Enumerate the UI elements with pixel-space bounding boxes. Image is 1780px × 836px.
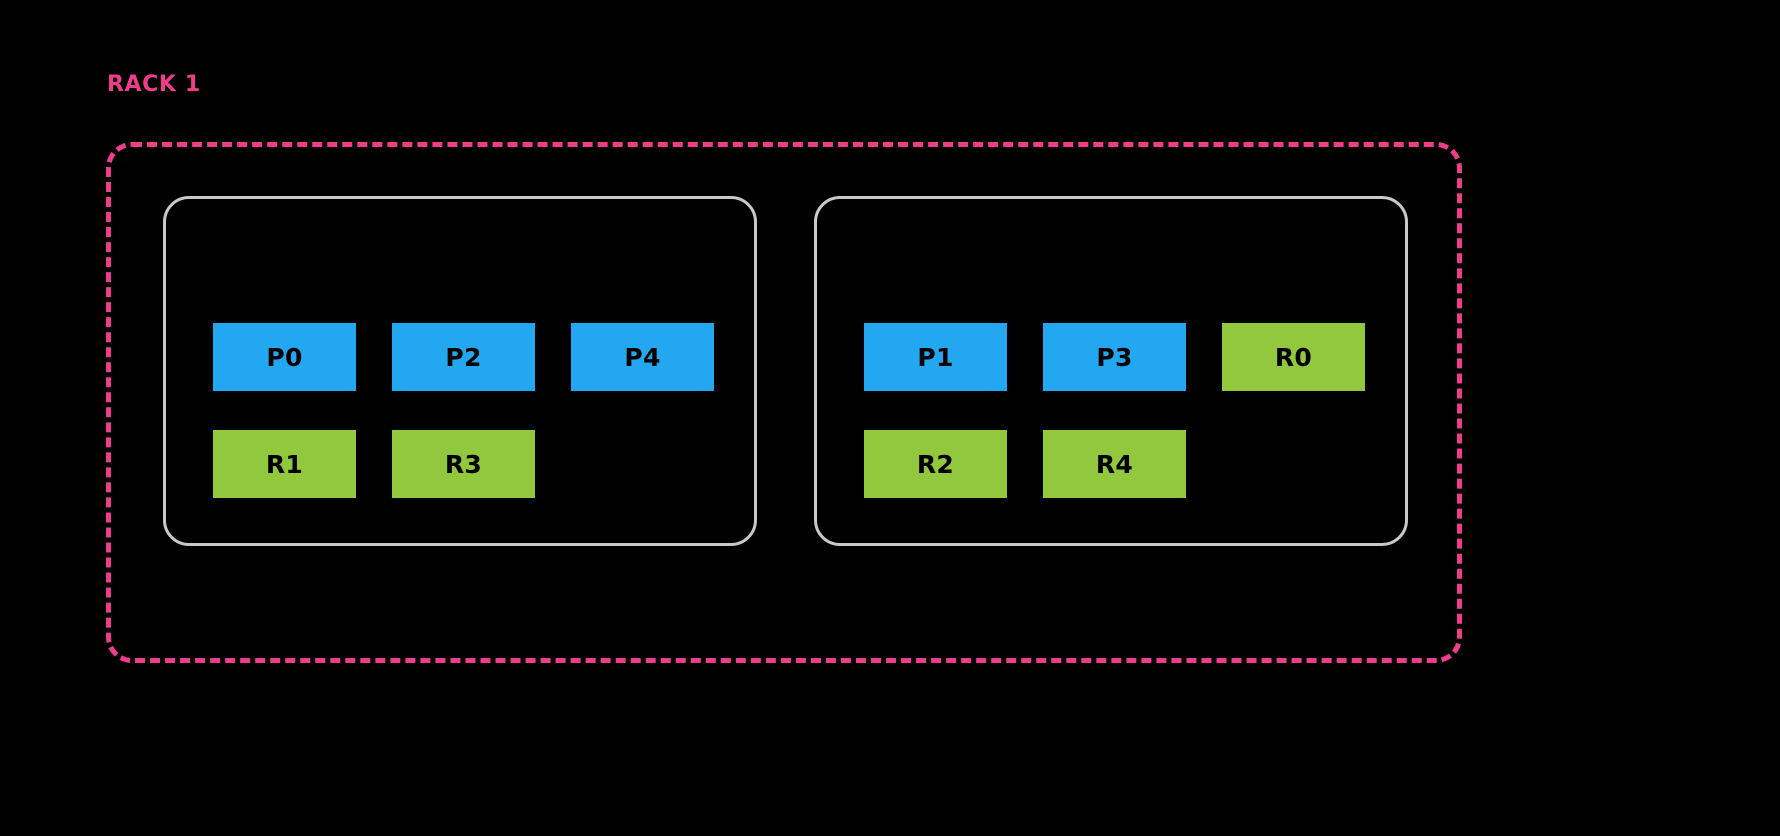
unit-p3[interactable]: P3 bbox=[1043, 323, 1186, 391]
unit-p4-label: P4 bbox=[624, 342, 661, 372]
unit-p0[interactable]: P0 bbox=[213, 323, 356, 391]
unit-r4-label: R4 bbox=[1095, 449, 1134, 479]
unit-r2-label: R2 bbox=[916, 449, 955, 479]
unit-p1[interactable]: P1 bbox=[864, 323, 1007, 391]
unit-p2-label: P2 bbox=[445, 342, 482, 372]
unit-r0[interactable]: R0 bbox=[1222, 323, 1365, 391]
unit-r4[interactable]: R4 bbox=[1043, 430, 1186, 498]
rack-boundary bbox=[106, 142, 1462, 663]
unit-p4[interactable]: P4 bbox=[571, 323, 714, 391]
unit-p1-label: P1 bbox=[917, 342, 954, 372]
unit-p0-label: P0 bbox=[266, 342, 303, 372]
broker-2-replica-row: R2 R4 bbox=[864, 430, 1186, 498]
unit-r1[interactable]: R1 bbox=[213, 430, 356, 498]
rack-label: RACK 1 bbox=[107, 72, 201, 97]
broker-2-container[interactable]: P1 P3 R0 R2 R4 bbox=[814, 196, 1408, 546]
unit-r3-label: R3 bbox=[444, 449, 483, 479]
broker-1-partition-row: P0 P2 P4 bbox=[213, 323, 714, 391]
broker-1-container[interactable]: P0 P2 P4 R1 R3 bbox=[163, 196, 757, 546]
unit-p2[interactable]: P2 bbox=[392, 323, 535, 391]
unit-p3-label: P3 bbox=[1096, 342, 1133, 372]
unit-r1-label: R1 bbox=[265, 449, 304, 479]
broker-1-replica-row: R1 R3 bbox=[213, 430, 535, 498]
unit-r3[interactable]: R3 bbox=[392, 430, 535, 498]
broker-2-partition-row: P1 P3 R0 bbox=[864, 323, 1365, 391]
unit-r0-label: R0 bbox=[1274, 342, 1313, 372]
unit-r2[interactable]: R2 bbox=[864, 430, 1007, 498]
